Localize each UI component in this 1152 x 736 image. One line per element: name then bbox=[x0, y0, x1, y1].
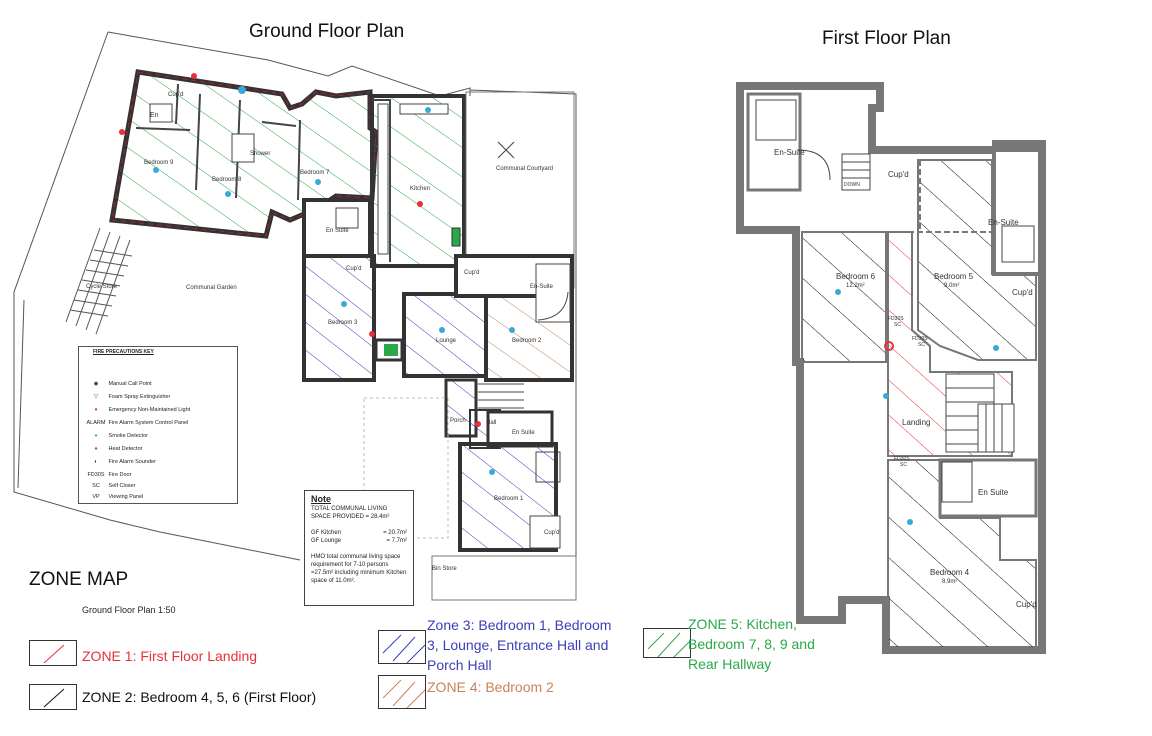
key-row: ● Smoke Detector bbox=[94, 433, 148, 439]
room-bedroom-6: Bedroom 6 bbox=[836, 272, 876, 281]
note-line-1: TOTAL COMMUNAL LIVING SPACE PROVIDED = 2… bbox=[311, 506, 390, 520]
note-box: Note TOTAL COMMUNAL LIVING SPACE PROVIDE… bbox=[304, 490, 414, 606]
room-en-suite-a: En Suite bbox=[326, 228, 349, 234]
room-cupd-3: Cup'd bbox=[464, 270, 480, 276]
room-en-suite-c: En Suite bbox=[512, 430, 535, 436]
cycle-store bbox=[65, 227, 133, 335]
room-cupd-2: Cup'd bbox=[346, 266, 362, 272]
room-bedroom-9: Bedroom 9 bbox=[144, 160, 174, 166]
key-row: FD30S Fire Door bbox=[87, 472, 132, 478]
area-bedroom-5: 9.0m² bbox=[944, 283, 960, 289]
room-cupd: Cup'd bbox=[168, 92, 184, 98]
room-cupd-c: Cup'd bbox=[1016, 600, 1037, 609]
room-en-suite-3: En Suite bbox=[978, 488, 1009, 497]
zone-3-label: Zone 3: Bedroom 1, Bedroom 3, Lounge, En… bbox=[427, 617, 612, 673]
room-landing: Landing bbox=[902, 418, 931, 427]
key-row: SC Self Closer bbox=[92, 483, 136, 489]
note-lounge: GF Lounge = 7.7m² bbox=[311, 538, 407, 544]
zone-1-swatch bbox=[29, 640, 77, 666]
room-lounge: Lounge bbox=[436, 338, 457, 344]
ground-room-labels: En Cup'd Bedroom 9 Bedroom 8 Shower Bedr… bbox=[0, 0, 600, 610]
key-row: ▽ Foam Spray Extinguisher bbox=[93, 394, 171, 400]
scale-note: Ground Floor Plan 1:50 bbox=[82, 605, 176, 615]
label-fd30s-2: FD30S bbox=[912, 336, 928, 342]
bin-store-outline bbox=[431, 555, 577, 601]
label-fd30s-1: FD30S bbox=[888, 316, 904, 322]
room-bin-store: Bin Store bbox=[432, 566, 457, 572]
room-cupd-b: Cup'd bbox=[1012, 288, 1033, 297]
zone-4-swatch bbox=[378, 675, 426, 709]
kitchen-block bbox=[370, 94, 466, 268]
ground-floor-title: Ground Floor Plan bbox=[249, 21, 405, 42]
first-floor-plan bbox=[736, 82, 1046, 654]
room-bedroom-3: Bedroom 3 bbox=[328, 320, 358, 326]
ground-detectors bbox=[119, 73, 515, 475]
label-sc-2: SC bbox=[918, 342, 925, 348]
key-row: ALARM Fire Alarm System Control Panel bbox=[86, 420, 189, 426]
key-row: ● Heat Detector bbox=[94, 446, 143, 452]
room-bedroom-7: Bedroom 7 bbox=[300, 170, 330, 176]
area-bedroom-6: 12.2m² bbox=[846, 283, 865, 289]
note-title: Note bbox=[311, 494, 331, 504]
label-sc-1: SC bbox=[894, 322, 901, 328]
first-floor-title: First Floor Plan bbox=[822, 28, 951, 49]
lounge-room bbox=[402, 292, 488, 378]
key-title: FIRE PRECAUTIONS KEY bbox=[93, 349, 154, 355]
room-bedroom-8: Bedroom 8 bbox=[212, 177, 242, 183]
zone-3-swatch bbox=[378, 630, 426, 664]
zone-2-swatch bbox=[29, 684, 77, 710]
room-shower: Shower bbox=[250, 151, 271, 157]
zone-5-swatch bbox=[643, 628, 691, 658]
room-communal-courtyard: Communal Courtyard bbox=[496, 166, 554, 172]
label-sc-3: SC bbox=[900, 462, 907, 468]
key-row: VP Viewing Panel bbox=[92, 494, 144, 500]
room-bedroom-4: Bedroom 4 bbox=[930, 568, 970, 577]
label-down: DOWN bbox=[844, 182, 860, 188]
room-bedroom-1: Bedroom 1 bbox=[494, 496, 524, 502]
room-en-suite-b: En-Suite bbox=[530, 284, 554, 290]
room-hall: Hall bbox=[486, 420, 497, 426]
room-bedroom-2: Bedroom 2 bbox=[512, 338, 542, 344]
area-bedroom-4: 8.9m² bbox=[942, 579, 958, 585]
zone-map-title: ZONE MAP bbox=[29, 569, 129, 590]
zone-4-label: ZONE 4: Bedroom 2 bbox=[427, 679, 554, 695]
key-row: ◐ Fire Alarm Sounder bbox=[94, 459, 156, 465]
room-kitchen: Kitchen bbox=[410, 186, 431, 192]
room-cycle-store: Cycle Store bbox=[86, 284, 118, 290]
fire-precautions-key: FIRE PRECAUTIONS KEY ◉ Manual Call Point… bbox=[78, 346, 238, 504]
note-line-3: HMO total communal living space requirem… bbox=[311, 554, 407, 584]
bedroom-3-block bbox=[302, 198, 404, 382]
room-en-suite-1: En-Suite bbox=[774, 148, 805, 157]
key-row: ◉ Manual Call Point bbox=[93, 381, 152, 387]
room-en-suite-2: En-Suite bbox=[988, 218, 1019, 227]
room-en: En bbox=[150, 112, 159, 119]
room-bedroom-5: Bedroom 5 bbox=[934, 272, 974, 281]
room-cupd-4: Cup'd bbox=[544, 530, 560, 536]
zone-1-label: ZONE 1: First Floor Landing bbox=[82, 648, 258, 664]
rear-wing bbox=[109, 69, 379, 239]
label-fd30s-3: FD30S bbox=[894, 456, 910, 462]
zone-2-label: ZONE 2: Bedroom 4, 5, 6 (First Floor) bbox=[82, 689, 317, 705]
zone-5-label: ZONE 5: Kitchen, Bedroom 7, 8, 9 and Rea… bbox=[688, 616, 815, 672]
key-row: ● Emergency Non-Maintained Light bbox=[94, 407, 191, 413]
note-kitchen: GF Kitchen = 20.7m² bbox=[311, 530, 407, 536]
first-room-labels: En-Suite DOWN Cup'd Bedroom 6 12.2m² En-… bbox=[740, 80, 1050, 660]
room-communal-garden: Communal Garden bbox=[186, 285, 237, 291]
room-cupd-a: Cup'd bbox=[888, 170, 909, 179]
room-porch: Porch bbox=[450, 418, 466, 424]
